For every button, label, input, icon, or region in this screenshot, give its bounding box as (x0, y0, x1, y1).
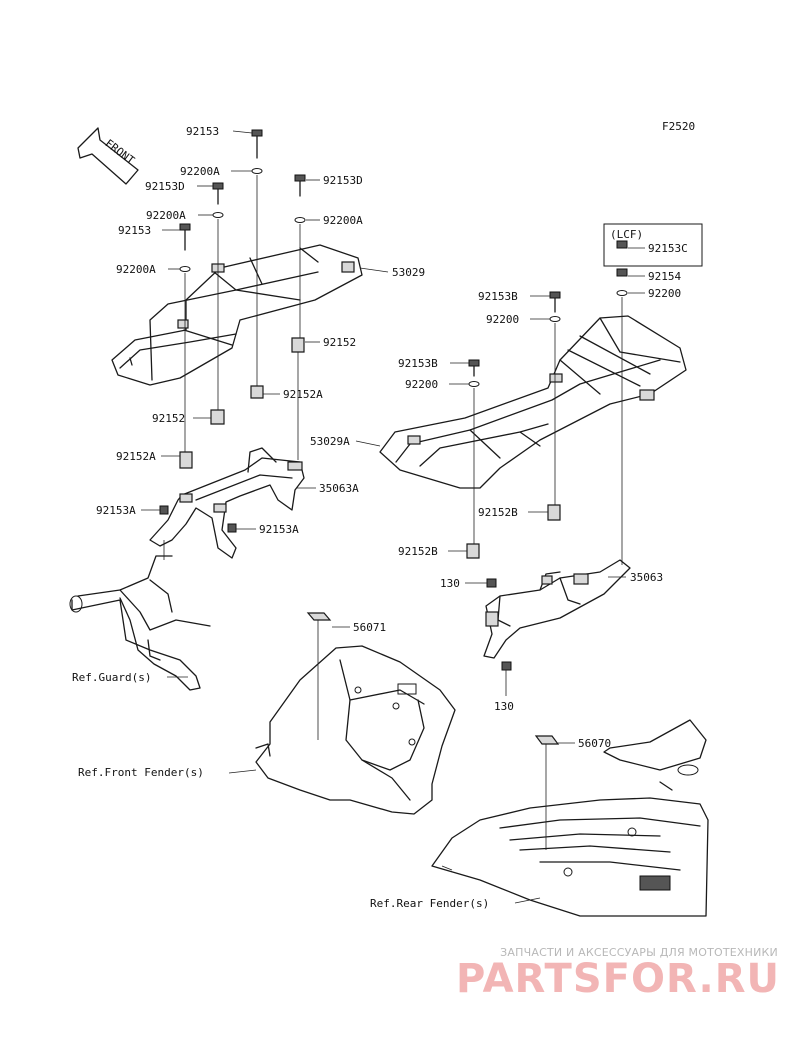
callout-35063: 35063 (630, 571, 663, 584)
callout-56071: 56071 (353, 621, 386, 634)
right-fasteners (466, 240, 628, 565)
callout-92152b: 92152B (478, 506, 518, 519)
front-arrow-label: FRONT (103, 137, 138, 168)
callout-92153d: 92153D (145, 180, 185, 193)
callout-56070: 56070 (578, 737, 611, 750)
callout-92153: 92153 (186, 125, 219, 138)
left-fasteners (179, 129, 306, 469)
callout-53029a: 53029A (310, 435, 350, 448)
lcf-box (603, 223, 703, 267)
callout-92153c: 92153C (648, 242, 688, 255)
callout-92153b: 92153B (478, 290, 518, 303)
callout-92152a: 92152A (116, 450, 156, 463)
rear-fender-reference (431, 719, 709, 917)
callout-92200: 92200 (405, 378, 438, 391)
callout-92200: 92200 (648, 287, 681, 300)
callout-92200a: 92200A (116, 263, 156, 276)
callout-92153b: 92153B (398, 357, 438, 370)
callout-35063a: 35063A (319, 482, 359, 495)
callout-92200: 92200 (486, 313, 519, 326)
watermark-logo: PARTSFOR.RU (455, 956, 780, 1002)
guard-reference (69, 540, 211, 691)
callout-130: 130 (440, 577, 460, 590)
callout-92152: 92152 (152, 412, 185, 425)
callout-92200a: 92200A (146, 209, 186, 222)
callout-ref-rear-fender: Ref.Rear Fender(s) (370, 897, 489, 910)
front-arrow-icon: FRONT (77, 127, 139, 185)
callout-labels: 92153 92200A 92153D 92153D 92200A 92200A… (72, 125, 688, 910)
callout-ref-guard: Ref.Guard(s) (72, 671, 151, 684)
callout-92153a: 92153A (259, 523, 299, 536)
callout-92152: 92152 (323, 336, 356, 349)
callout-130: 130 (494, 700, 514, 713)
callout-53029: 53029 (392, 266, 425, 279)
callout-92152b: 92152B (398, 545, 438, 558)
callout-92154: 92154 (648, 270, 681, 283)
bracket-35063 (483, 559, 631, 671)
callout-92153: 92153 (118, 224, 151, 237)
callout-92200a: 92200A (180, 165, 220, 178)
callout-92153d: 92153D (323, 174, 363, 187)
watermark-tagline: ЗАПЧАСТИ И АКСЕССУАРЫ ДЛЯ МОТОТЕХНИКИ (500, 946, 778, 959)
figure-code: F2520 (662, 120, 695, 133)
callout-92153a: 92153A (96, 504, 136, 517)
front-carrier-53029 (111, 244, 363, 386)
callout-ref-front-fender: Ref.Front Fender(s) (78, 766, 204, 779)
lcf-tag: (LCF) (610, 228, 643, 241)
leader-lines (141, 130, 645, 904)
rear-carrier-53029A (379, 315, 687, 489)
callout-92200a: 92200A (323, 214, 363, 227)
front-fender-reference (255, 612, 456, 815)
bracket-35063A (149, 447, 305, 559)
callout-92152a: 92152A (283, 388, 323, 401)
